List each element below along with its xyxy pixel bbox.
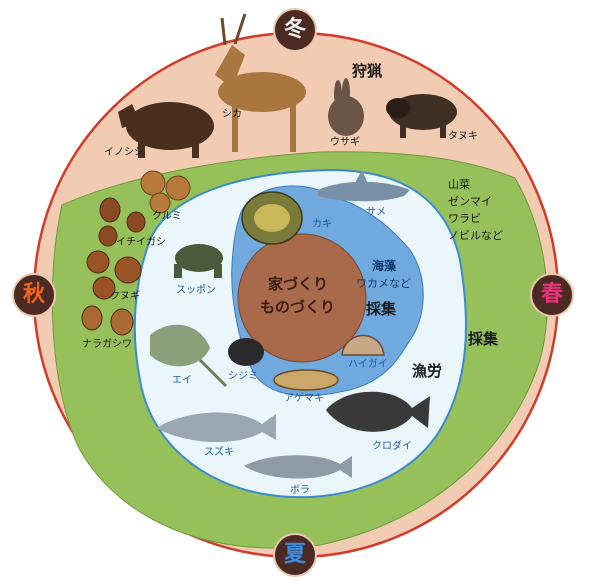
land-gathering-heading: 採集: [468, 330, 499, 348]
shark-icon: [318, 170, 410, 202]
ray-icon: [150, 324, 228, 388]
animal-label-boar: イノシシ: [104, 147, 144, 158]
nut-label-kunugi: クヌギ: [110, 291, 140, 302]
boar-icon: [118, 102, 214, 158]
fish-label-mullet: ボラ: [290, 485, 310, 496]
mountain-plants-block: 山菜 ゼンマイ ワラビ ノビルなど: [448, 176, 503, 244]
mountain-plant-item: ゼンマイ: [448, 195, 492, 208]
core-circle: [237, 233, 367, 363]
raccoon-dog-icon: [386, 94, 457, 138]
animal-label-raccoon-dog: タヌキ: [448, 131, 478, 142]
razor-clam-icon: [273, 369, 339, 391]
mountain-plant-item: ノビルなど: [448, 229, 503, 242]
fishing-heading: 漁労: [412, 362, 443, 380]
deer-icon: [215, 13, 306, 152]
shell-label-ark-clam: ハイガイ: [348, 359, 388, 370]
ark-clam-icon: [341, 334, 385, 356]
animal-label-deer: シカ: [222, 109, 242, 120]
ichiigashi-acorn-icon: [98, 197, 146, 247]
shell-label-freshwater-clam: シジミ: [228, 371, 258, 382]
oyster-icon: [241, 191, 303, 245]
seaweed-items: ワカメなど: [356, 277, 411, 290]
shell-label-oyster: カキ: [312, 219, 332, 230]
season-autumn-badge: 秋: [12, 273, 56, 317]
mullet-icon: [244, 455, 352, 479]
black-sea-bream-icon: [326, 391, 430, 432]
center-line1: 家づくり: [268, 275, 329, 293]
fish-label-softshell-turtle: スッポン: [176, 285, 216, 296]
fish-label-black-sea-bream: クロダイ: [372, 441, 412, 452]
kunugi-acorn-icon: [86, 250, 142, 300]
mountain-plant-item: ワラビ: [448, 212, 481, 225]
mountain-plants-title: 山菜: [448, 178, 470, 191]
season-spring-label: 春: [540, 282, 563, 307]
shell-label-razor-clam: アゲマキ: [284, 393, 324, 404]
season-winter-label: 冬: [283, 17, 306, 42]
animal-label-rabbit: ウサギ: [330, 137, 360, 148]
season-autumn-label: 秋: [22, 282, 45, 307]
fish-label-ray: エイ: [172, 375, 192, 386]
season-summer-badge: 夏: [273, 533, 317, 577]
fish-label-shark: サメ: [366, 207, 386, 218]
season-summer-label: 夏: [283, 542, 306, 567]
season-winter-badge: 冬: [273, 8, 317, 52]
season-spring-badge: 春: [530, 273, 574, 317]
nut-label-walnut: クルミ: [152, 211, 182, 222]
nut-label-ichiigashi: イチイガシ: [116, 237, 166, 248]
hunting-heading: 狩猟: [352, 62, 383, 80]
center-line2: ものづくり: [260, 298, 336, 316]
rabbit-icon: [328, 78, 364, 136]
walnut-icon: [140, 170, 191, 214]
fish-label-sea-bass: スズキ: [204, 447, 234, 458]
naragashiwa-acorn-icon: [81, 305, 134, 336]
sea-gathering-heading: 採集: [366, 300, 397, 318]
seaweed-title: 海藻: [372, 259, 397, 273]
freshwater-clam-icon: [228, 338, 264, 366]
nut-label-naragashiwa: ナラガシワ: [82, 339, 132, 350]
sea-bass-icon: [156, 412, 276, 443]
softshell-turtle-icon: [174, 244, 223, 278]
